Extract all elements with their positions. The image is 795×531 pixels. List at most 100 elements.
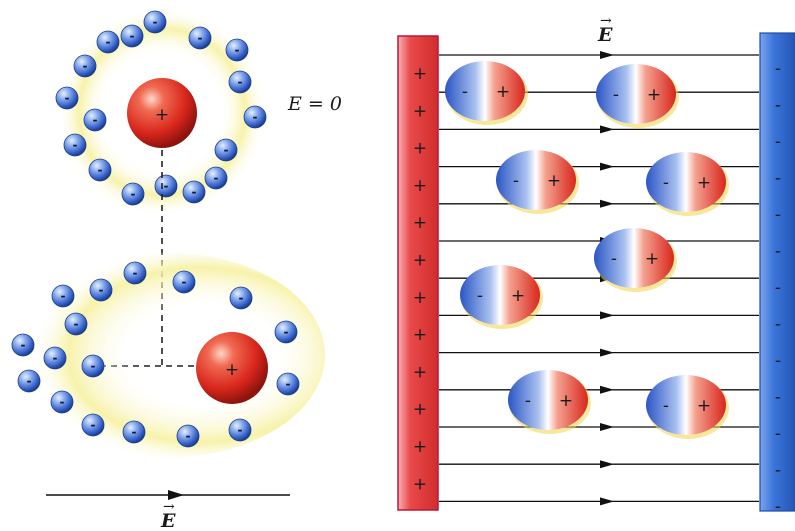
plate-minus-sign: -	[775, 461, 781, 481]
electron: -	[176, 424, 200, 448]
plate-plus-sign: +	[413, 251, 427, 271]
electron: -	[274, 320, 298, 344]
arrowhead-icon	[600, 423, 614, 431]
electron-minus-sign: -	[186, 429, 191, 443]
arrowhead-icon	[600, 460, 614, 469]
electron-icon	[225, 38, 249, 62]
electron-icon	[154, 174, 178, 198]
electron-icon	[120, 24, 144, 48]
polarized-molecule-icon	[445, 61, 525, 121]
dipole-plus-sign: +	[697, 396, 711, 416]
electron-icon	[172, 270, 196, 294]
dipole-plus-sign: +	[559, 391, 573, 411]
shifted-nucleus: +	[196, 332, 268, 404]
plate-minus-sign: -	[775, 351, 781, 371]
electron-icon	[274, 320, 298, 344]
electron: -	[154, 174, 178, 198]
electron-icon	[123, 261, 147, 285]
dipole-minus-sign: -	[513, 171, 519, 191]
polarized-molecule-icon	[596, 64, 676, 124]
electron-group: -----------------	[11, 261, 300, 448]
electron-minus-sign: -	[98, 163, 103, 177]
plate-plus-sign: +	[413, 437, 427, 457]
dipole-plus-sign: +	[496, 82, 510, 102]
electron-minus-sign: -	[53, 351, 58, 365]
electron: -	[120, 24, 144, 48]
polarized-molecule-icon	[594, 228, 674, 288]
plate-minus-sign: -	[775, 59, 781, 79]
electron-minus-sign: -	[131, 187, 136, 201]
positive-plate	[397, 35, 439, 511]
plate-minus-sign: -	[775, 169, 781, 189]
electron-minus-sign: -	[198, 31, 203, 45]
plate-plus-sign: +	[413, 325, 427, 345]
field-line	[439, 125, 759, 134]
arrowhead-icon	[600, 162, 614, 171]
dipole-minus-sign: -	[462, 82, 468, 102]
dipole: -+	[596, 64, 679, 128]
plate-minus-sign: -	[775, 497, 781, 517]
electron-icon	[122, 420, 146, 444]
field-arrow-bottom: E →	[46, 490, 290, 531]
polarized-molecule-icon	[460, 265, 540, 325]
electron-icon	[121, 182, 145, 206]
field-label-top: E	[597, 24, 613, 46]
dipole: -+	[460, 265, 543, 329]
electron-minus-sign: -	[83, 59, 88, 73]
electron-minus-sign: -	[192, 185, 197, 199]
electron-icon	[229, 286, 253, 310]
dipole: -+	[646, 375, 729, 439]
electron-minus-sign: -	[239, 291, 244, 305]
electron: -	[228, 70, 252, 94]
field-line	[439, 51, 759, 59]
electron-icon	[50, 390, 74, 414]
electron-minus-sign: -	[74, 317, 79, 331]
electron-minus-sign: -	[164, 179, 169, 193]
arrowhead-icon	[600, 497, 614, 506]
electron-minus-sign: -	[224, 143, 229, 157]
electron: -	[122, 420, 146, 444]
electron-minus-sign: -	[284, 325, 289, 339]
plate-plus-sign: +	[413, 362, 427, 382]
electron-icon	[214, 138, 238, 162]
field-line	[439, 497, 759, 506]
plate-minus-sign: -	[775, 278, 781, 298]
electron-icon	[55, 86, 79, 110]
nucleus-icon	[127, 78, 197, 148]
arrowhead-icon	[168, 490, 184, 500]
electron: -	[96, 30, 120, 54]
polarized-molecule-icon	[496, 150, 576, 210]
nucleus: +	[127, 78, 197, 148]
electron-minus-sign: -	[286, 377, 291, 391]
atom-no-field: ----------------- + E = 0	[55, 8, 342, 216]
electron: -	[228, 418, 252, 442]
electron-icon	[228, 418, 252, 442]
arrowhead-icon	[600, 348, 614, 357]
electron-minus-sign: -	[93, 113, 98, 127]
no-field-label: E = 0	[287, 93, 342, 115]
plate-plus-sign: +	[413, 64, 427, 84]
electron-icon	[17, 369, 41, 393]
plate-minus-sign: -	[775, 424, 781, 444]
polarized-molecule-icon	[646, 375, 726, 435]
electron-minus-sign: -	[91, 418, 96, 432]
dipole-plus-sign: +	[645, 249, 659, 269]
plate-plus-sign: +	[413, 139, 427, 159]
electron-minus-sign: -	[65, 91, 70, 105]
dipole-minus-sign: -	[663, 173, 669, 193]
arrowhead-icon	[600, 125, 614, 134]
electron: -	[43, 346, 67, 370]
electron-icon	[63, 133, 87, 157]
electron-icon	[11, 333, 35, 357]
electron-icon	[204, 166, 228, 190]
electron-minus-sign: -	[130, 29, 135, 43]
vector-arrow-bottom: →	[163, 499, 175, 515]
nucleus-plus-sign: +	[225, 360, 239, 380]
electron-minus-sign: -	[106, 35, 111, 49]
electron-minus-sign: -	[99, 283, 104, 297]
polarized-molecules: -+-+-+-+-+-+-+-+	[445, 61, 729, 439]
electron-minus-sign: -	[253, 110, 258, 124]
electron-minus-sign: -	[214, 171, 219, 185]
field-line	[439, 348, 759, 357]
